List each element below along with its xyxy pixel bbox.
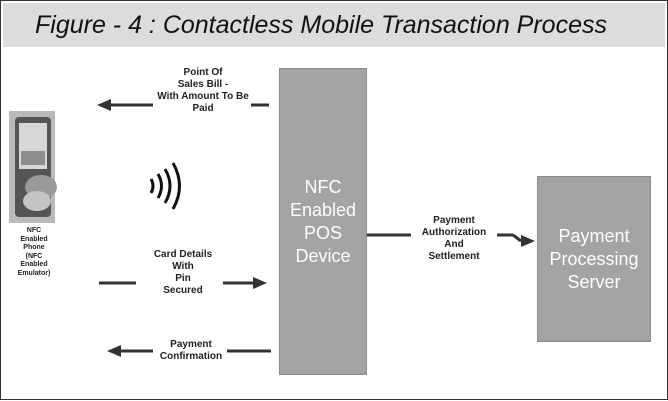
confirmation-label-line: Confirmation xyxy=(159,351,223,362)
title-bar: Figure - 4 : Contactless Mobile Transact… xyxy=(3,3,665,47)
settlement-arrow xyxy=(367,233,535,247)
settlement-label-line: Settlement xyxy=(428,251,480,262)
bill-arrow xyxy=(97,99,269,111)
phone-caption-line: (NFC xyxy=(25,252,43,260)
pos-device-label: Enabled xyxy=(289,199,357,220)
bill-label: Point Of Sales Bill - With Amount To Be … xyxy=(151,67,255,115)
nfc-wave-icon xyxy=(149,162,181,210)
card-label-line: With xyxy=(172,261,194,272)
figure-title: Figure - 4 : Contactless Mobile Transact… xyxy=(35,11,607,39)
pos-device-box: NFC Enabled POS Device xyxy=(279,68,367,375)
payment-server-box: Payment Processing Server xyxy=(537,176,651,342)
pos-device-label: POS xyxy=(303,222,342,243)
settlement-label-line: Authorization xyxy=(421,227,487,238)
server-label: Payment xyxy=(558,225,630,246)
server-label: Server xyxy=(567,271,621,292)
bill-label-line: With Amount To Be xyxy=(157,91,249,102)
settlement-label-line: And xyxy=(444,239,464,250)
phone-caption-line: NFC xyxy=(26,227,42,234)
card-details-arrow xyxy=(99,277,267,289)
pos-device-label: NFC xyxy=(304,176,342,197)
confirmation-label-line: Payment xyxy=(170,339,212,350)
bill-label-line: Sales Bill - xyxy=(177,79,229,90)
pos-device-label: Device xyxy=(295,245,351,266)
confirmation-label: Payment Confirmation xyxy=(151,339,231,363)
card-label-line: Card Details xyxy=(153,249,213,260)
settlement-label-line: Payment xyxy=(433,215,475,226)
confirmation-arrow xyxy=(107,345,271,357)
card-details-label: Card Details With Pin Secured xyxy=(141,249,225,297)
phone-caption-line: Emulator) xyxy=(17,269,51,277)
smartphone-icon xyxy=(9,111,57,223)
phone-caption: NFC Enabled Phone (NFC Enabled Emulator) xyxy=(15,227,53,278)
phone-caption-line: Phone xyxy=(23,244,45,251)
phone-caption-line: Enabled xyxy=(20,235,48,243)
bill-label-line: Point Of xyxy=(183,67,223,78)
settlement-label: Payment Authorization And Settlement xyxy=(409,215,499,263)
phone-caption-line: Enabled xyxy=(20,261,48,268)
server-label: Processing xyxy=(549,248,639,269)
bill-label-line: Paid xyxy=(192,103,214,114)
card-label-line: Pin xyxy=(175,273,191,284)
card-label-line: Secured xyxy=(163,285,203,296)
